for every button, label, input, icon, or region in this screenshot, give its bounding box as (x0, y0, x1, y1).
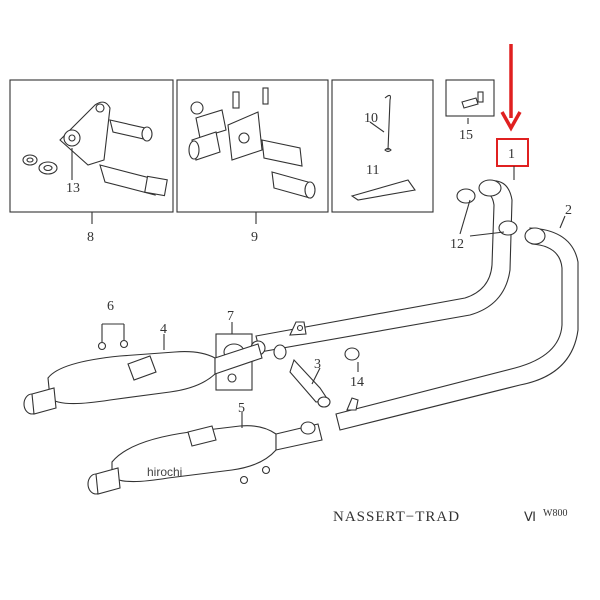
highlight-part-1: 1 (496, 44, 529, 167)
panel-9-mount-assembly: 9 (176, 79, 329, 245)
callout-7: 7 (227, 309, 234, 324)
joint-pipe-3 (289, 358, 329, 403)
exhaust-pipe-upper: 12 2 (255, 166, 579, 431)
spring-10 (384, 94, 391, 151)
nut-13 (63, 129, 81, 147)
callout-13: 13 (66, 181, 80, 196)
callout-5: 5 (238, 401, 245, 416)
callout-3: 3 (314, 357, 321, 372)
panel-8-bracket-assembly: 13 8 (9, 79, 174, 245)
muffler-5: 5 (87, 401, 323, 495)
callout-12: 12 (450, 237, 464, 252)
caption-suffix: Ⅵ (524, 509, 536, 524)
joint-parts-3-14: 3 14 (273, 344, 364, 408)
callout-15: 15 (459, 128, 473, 143)
caption-title: NASSERT−TRAD (333, 509, 460, 525)
clamp-14 (344, 347, 360, 361)
panel-15-frame (445, 79, 495, 117)
pipe-end-2 (524, 227, 546, 245)
callout-9: 9 (251, 230, 258, 245)
clamp-11 (350, 179, 416, 201)
muffler-4-body (47, 351, 216, 405)
pipe-end-1 (478, 179, 502, 197)
callout-11: 11 (366, 163, 379, 178)
callout-14: 14 (350, 375, 364, 390)
caption: NASSERT−TRAD Ⅵ W800 (333, 508, 567, 525)
watermark-text: hirochi (147, 465, 182, 479)
header-pipe-2 (335, 227, 579, 431)
gasket-12 (456, 188, 476, 204)
callout-1: 1 (508, 147, 515, 162)
panel-10-11-frame (331, 79, 434, 213)
red-box-icon (496, 138, 529, 167)
panel-15: 15 (445, 79, 495, 143)
callout-4: 4 (160, 322, 167, 337)
callout-2: 2 (565, 203, 572, 218)
callout-8: 8 (87, 230, 94, 245)
washer (38, 161, 58, 175)
panel-9-frame (176, 79, 329, 213)
gasket-12 (498, 220, 518, 236)
washer (22, 154, 38, 166)
muffler-4: 4 6 (23, 299, 263, 415)
callout-6: 6 (107, 299, 114, 314)
mount-plate (227, 111, 263, 161)
panel-10-11: 10 11 (331, 79, 434, 213)
caption-model: W800 (543, 508, 567, 519)
callout-10: 10 (364, 111, 378, 126)
